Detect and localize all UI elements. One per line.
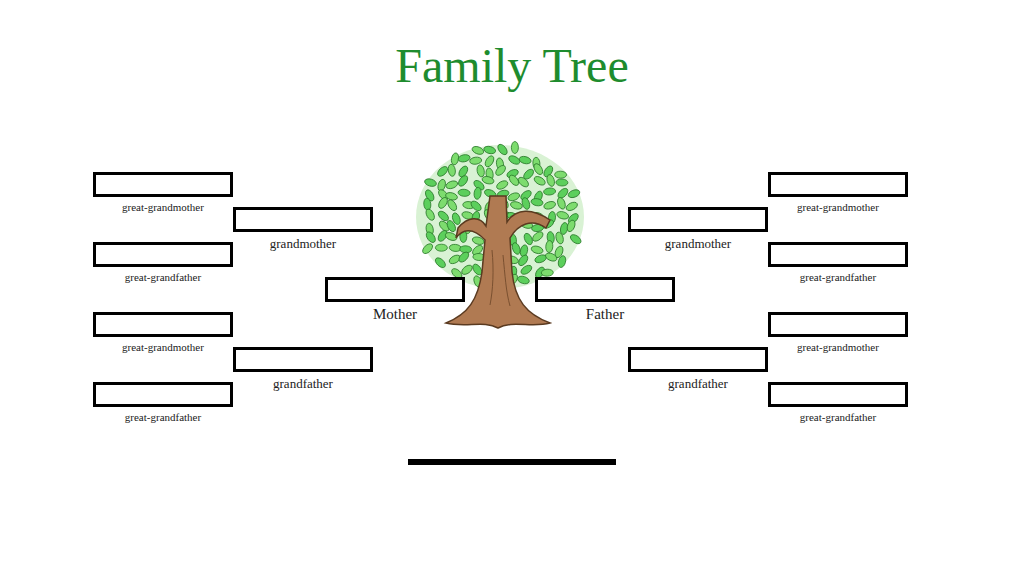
name-box: great-grandmother [768, 172, 908, 213]
relation-label: grandmother [628, 237, 768, 251]
blank-field [628, 207, 768, 232]
name-box: Mother [325, 277, 465, 323]
blank-field [768, 242, 908, 267]
name-box: great-grandmother [93, 172, 233, 213]
name-box: great-grandmother [768, 312, 908, 353]
name-box: grandfather [233, 347, 373, 391]
relation-label: grandmother [233, 237, 373, 251]
name-box: great-grandfather [768, 382, 908, 423]
relation-label: Father [535, 306, 675, 323]
blank-field [768, 172, 908, 197]
tree-trunk [446, 196, 550, 328]
relation-label: Mother [325, 306, 465, 323]
blank-field [768, 312, 908, 337]
name-box: great-grandfather [768, 242, 908, 283]
name-box: grandfather [628, 347, 768, 391]
blank-field [233, 347, 373, 372]
blank-field [325, 277, 465, 302]
relation-label: great-grandmother [93, 201, 233, 213]
title: Family Tree [0, 38, 1024, 93]
relation-label: grandfather [233, 377, 373, 391]
blank-field [93, 242, 233, 267]
name-box: great-grandmother [93, 312, 233, 353]
name-box: Father [535, 277, 675, 323]
blank-field [233, 207, 373, 232]
relation-label: great-grandfather [768, 411, 908, 423]
blank-field [768, 382, 908, 407]
name-box: grandmother [233, 207, 373, 251]
name-box: great-grandfather [93, 242, 233, 283]
relation-label: great-grandmother [93, 341, 233, 353]
relation-label: great-grandfather [93, 411, 233, 423]
blank-field [93, 172, 233, 197]
blank-field [628, 347, 768, 372]
name-box: grandmother [628, 207, 768, 251]
relation-label: great-grandfather [93, 271, 233, 283]
name-box: great-grandfather [93, 382, 233, 423]
relation-label: great-grandmother [768, 201, 908, 213]
blank-field [93, 312, 233, 337]
name-line [408, 459, 616, 465]
relation-label: great-grandmother [768, 341, 908, 353]
relation-label: grandfather [628, 377, 768, 391]
blank-field [535, 277, 675, 302]
blank-field [93, 382, 233, 407]
relation-label: great-grandfather [768, 271, 908, 283]
